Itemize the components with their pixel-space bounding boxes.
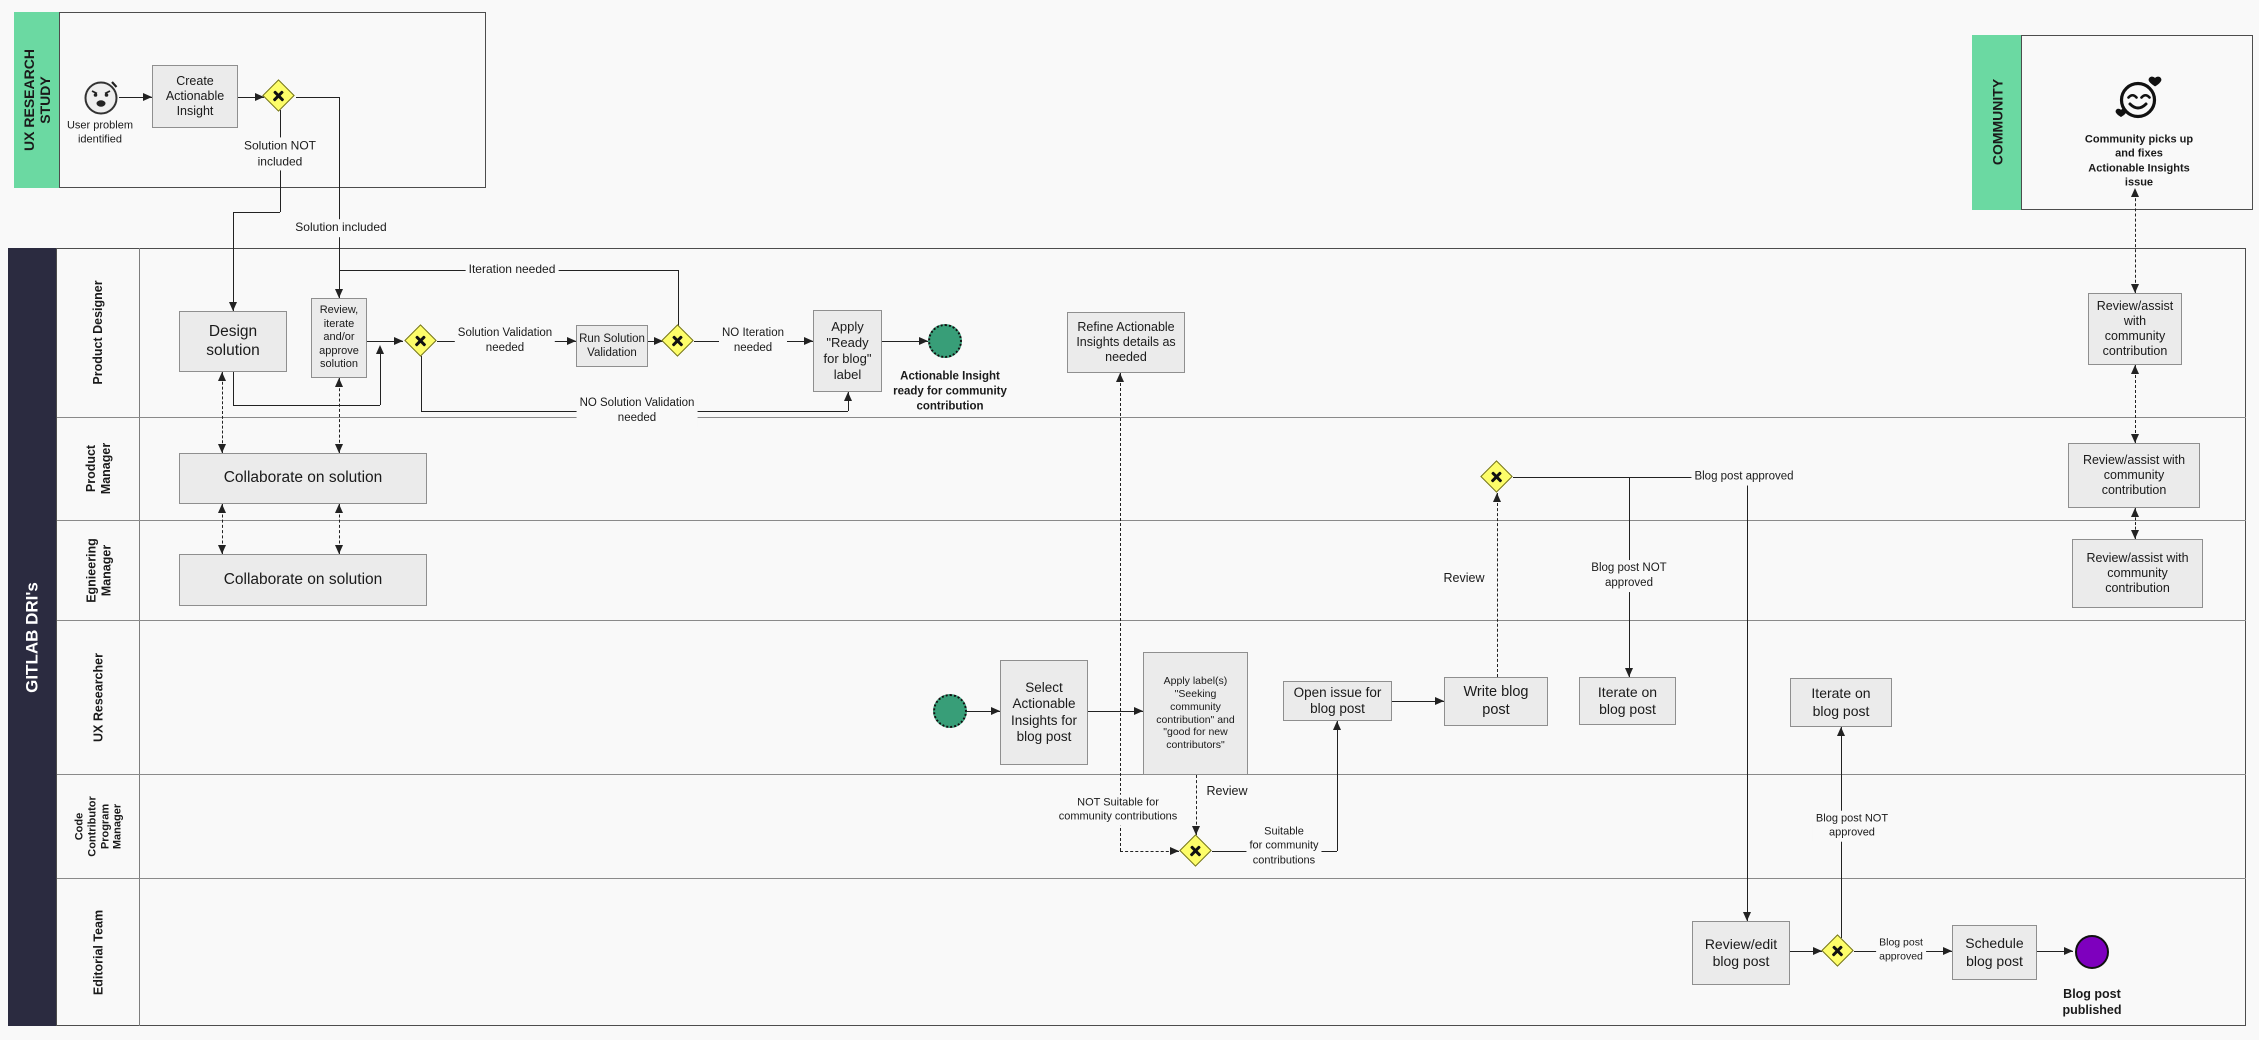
edge-label-not-suitable: NOT Suitable for community contributions [1055,794,1181,826]
edge [233,212,280,213]
lane-divider [57,417,2246,418]
edge [1088,711,1143,712]
lane-divider [57,620,2246,621]
community-note: Community picks up and fixes Actionable … [2079,131,2199,191]
edge [233,372,234,405]
task-collaborate-engineering-manager: Collaborate on solution [179,554,427,606]
task-select-actionable-insights: Select Actionable Insights for blog post [1000,660,1088,765]
lane-divider [57,878,2246,879]
edge-not-suitable [1120,851,1179,852]
edge [296,97,339,98]
lane-label-column [57,248,140,1026]
task-open-issue: Open issue for blog post [1283,681,1392,721]
task-write-blog-post: Write blog post [1444,677,1548,726]
edge [1790,951,1822,952]
edge [1337,721,1338,851]
edge-label-no-solution-validation: NO Solution Validation needed [576,395,698,427]
start-event-label: User problem identified [63,117,137,149]
edge [1747,477,1748,921]
end-event-insight-ready [928,324,962,358]
edge [2037,951,2073,952]
edge-community-assist [2135,188,2136,293]
edge-label-suitable: Suitable for community contributions [1246,823,1322,869]
task-collaborate-product-manager: Collaborate on solution [179,453,427,504]
task-iterate-blog-post-2: Iterate on blog post [1790,678,1892,727]
edge-label-solution-validation-needed: Solution Validation needed [454,325,556,357]
edge-review-write [1497,493,1498,677]
edge-label-blog-post-approved: Blog post approved [1691,468,1797,486]
task-apply-labels: Apply label(s) "Seeking community contri… [1143,652,1248,775]
edge-not-suitable [1120,373,1121,851]
lane-label-ux-researcher: UX Researcher [91,653,106,742]
task-review-assist-product-manager: Review/assist with community contributio… [2068,443,2200,508]
edge-label-blog-post-approved-editorial: Blog post approved [1876,935,1926,965]
edge [233,212,234,311]
task-design-solution: Design solution [179,311,287,372]
task-review-assist-product-designer: Review/assist with community contributio… [2088,293,2182,365]
lane-label-editorial-team: Editorial Team [91,909,106,996]
edge-collab [222,504,223,554]
edge-label-no-iteration-needed: NO Iteration needed [719,325,787,357]
edge-blog-approved [1513,477,1747,478]
edge-label-review: Review [1203,781,1251,801]
edge-collab [222,372,223,453]
edge [421,356,422,411]
edge-collab [339,378,340,453]
edge-label-solution-not-included: Solution NOT included [240,137,320,171]
task-create-actionable-insight: Create Actionable Insight [152,65,238,128]
end-event-blog-published-label: Blog post published [2062,986,2122,1017]
edge [882,341,928,342]
edge [1392,701,1444,702]
task-schedule-blog-post: Schedule blog post [1952,925,2037,980]
lane-label-product-designer: Product Designer [91,280,106,385]
edge-collab [339,504,340,554]
edge-label-iteration-needed: Iteration needed [465,261,559,279]
edge [380,347,381,405]
pool-header-ux-research [14,12,60,188]
lane-label-product-manager: Product Manager [84,442,113,495]
edge-label-blog-post-not-approved: Blog post NOT approved [1588,560,1670,592]
edge-assist [2135,365,2136,443]
edge [678,270,679,328]
task-apply-ready-for-blog-label: Apply "Ready for blog" label [813,310,882,392]
task-review-assist-engineering-manager: Review/assist with community contributio… [2072,539,2203,608]
edge-review-apply [1196,775,1197,835]
pool-title-community: COMMUNITY [1989,78,2006,166]
edge-label-review: Review [1440,568,1488,588]
pool-header-gitlab-dris [8,248,57,1026]
pool-title-ux-research: UX RESEARCH STUDY [20,49,53,151]
edge-assist [2135,508,2136,539]
end-event-insight-ready-label: Actionable Insight ready for community c… [890,368,1010,416]
edge [233,405,380,406]
smiling-face-hearts-icon [2115,76,2162,119]
pool-header-community [1972,35,2022,210]
edge [238,97,264,98]
sad-face-icon [84,81,118,115]
lane-label-code-contributor-program-manager: Code Contributor Program Manager [73,796,124,857]
edge [339,97,340,298]
edge [967,711,1000,712]
edge [367,341,403,342]
task-refine-actionable-insights: Refine Actionable Insights details as ne… [1067,312,1185,373]
task-review-iterate-approve: Review, iterate and/or approve solution [311,298,367,378]
edge-label-solution-included: Solution included [292,219,390,237]
edge-label-blog-post-not-approved-editorial: Blog post NOT approved [1812,810,1892,842]
lane-label-engineering-manager: Egnieering Manager [84,538,113,603]
lane-divider [57,520,2246,521]
start-event-blog-flow [933,694,967,728]
end-event-blog-published [2075,935,2109,969]
task-iterate-blog-post-1: Iterate on blog post [1579,677,1676,725]
pool-title-gitlab-dris: GITLAB DRI's [22,582,42,693]
task-review-edit-blog-post: Review/edit blog post [1692,921,1790,985]
task-run-solution-validation: Run Solution Validation [576,325,648,367]
edge [119,97,152,98]
edge [848,392,849,411]
